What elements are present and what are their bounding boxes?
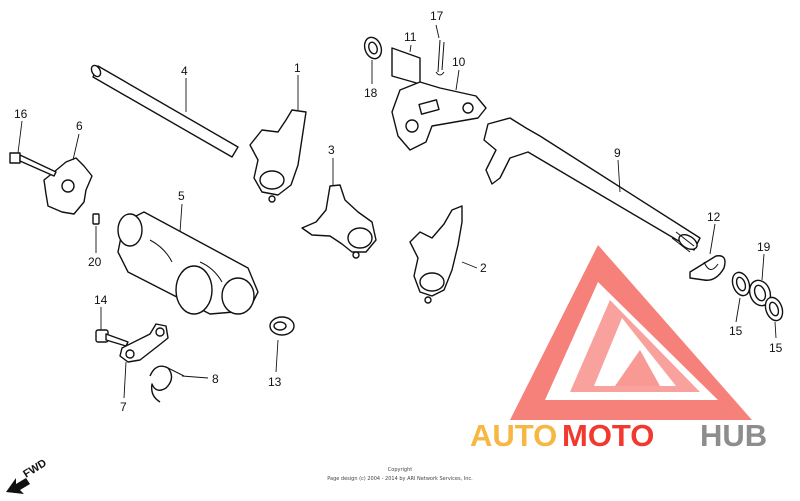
return-spring [149, 365, 185, 403]
shift-plate [391, 81, 487, 151]
callout-6: 6 [76, 119, 83, 133]
shift-fork-2 [409, 205, 463, 304]
pin-20 [92, 213, 100, 225]
fwd-label: FWD [21, 457, 49, 480]
callout-1: 1 [294, 61, 301, 75]
drum-stopper-star [43, 157, 93, 215]
bolt-14 [95, 329, 129, 347]
shift-fork-1 [249, 109, 307, 203]
copyright-title: Copyright [388, 467, 412, 473]
callout-20: 20 [88, 255, 102, 269]
stopper-arm [119, 323, 169, 363]
callout-12: 12 [707, 210, 721, 224]
copyright-notice: Copyright Page design (c) 2004 - 2014 by… [327, 467, 473, 482]
oil-seal-19 [748, 279, 772, 307]
callout-7: 7 [120, 400, 127, 414]
callout-5: 5 [178, 189, 185, 203]
gearshift-spindle [483, 117, 701, 253]
callout-3: 3 [328, 143, 335, 157]
callout-15b: 15 [769, 341, 783, 355]
washer-18 [363, 36, 383, 60]
callout-11: 11 [404, 30, 417, 44]
gearshift-drum [117, 211, 259, 315]
leader-lines [17, 24, 777, 399]
callout-10: 10 [452, 55, 466, 69]
washer-15b [764, 296, 784, 322]
brand-hub: HUB [700, 418, 767, 453]
callout-9: 9 [614, 146, 621, 160]
callout-18: 18 [364, 86, 378, 100]
fwd-indicator: FWD [6, 457, 49, 494]
brand-auto: AUTO [470, 418, 557, 453]
washer-15a [731, 271, 751, 297]
callout-2: 2 [480, 261, 487, 275]
callout-17: 17 [430, 9, 444, 23]
spring-11 [391, 47, 421, 85]
callout-16: 16 [14, 107, 28, 121]
spindle-return-spring [689, 255, 726, 281]
cotter-pin [435, 39, 445, 76]
callout-13: 13 [268, 375, 282, 389]
brand-moto: MOTO [562, 418, 654, 453]
callout-4: 4 [181, 64, 188, 78]
copyright-text: Page design (c) 2004 - 2014 by ARI Netwo… [327, 476, 473, 482]
shift-fork-3 [301, 184, 377, 259]
collar-13 [269, 316, 295, 336]
automotohub-logo [510, 245, 752, 420]
callout-8: 8 [212, 372, 219, 386]
callout-numbers: 1 2 3 4 5 6 7 8 9 10 11 12 13 14 15 15 1… [14, 9, 783, 414]
bolt-16 [9, 152, 57, 177]
callout-14: 14 [94, 293, 108, 307]
automotohub-wordmark: AUTO MOTO HUB [470, 418, 767, 453]
callout-15a: 15 [729, 324, 743, 338]
fwd-arrow-icon [6, 478, 30, 494]
shift-fork-shaft [90, 64, 239, 158]
callout-19: 19 [757, 240, 771, 254]
